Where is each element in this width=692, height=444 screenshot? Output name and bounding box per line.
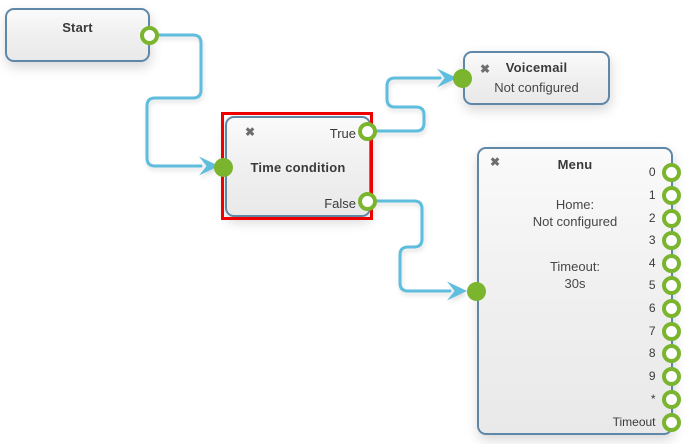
- endpoint-port-3[interactable]: [661, 231, 681, 250]
- port-label: Timeout: [612, 415, 656, 429]
- menu-port-0: 0: [649, 163, 681, 182]
- node-time-condition[interactable]: ✖ True Time condition False: [225, 116, 371, 217]
- port-label: 0: [648, 165, 656, 179]
- node-title: Time condition: [250, 160, 346, 175]
- node-body: Home: Not configured Timeout: 30s: [479, 196, 671, 292]
- arrowhead-voicemail-input: [437, 68, 457, 88]
- close-icon[interactable]: ✖: [245, 125, 256, 139]
- home-label: Home:: [555, 197, 595, 212]
- endpoint-port-timeout[interactable]: [661, 413, 681, 432]
- node-voicemail[interactable]: ✖ Voicemail Not configured: [463, 51, 610, 105]
- port-label: 5: [648, 278, 656, 292]
- connector-false-to-menu[interactable]: [365, 199, 452, 293]
- arrowhead-menu-input: [447, 281, 467, 301]
- menu-port-9: 9: [649, 367, 681, 386]
- home-value: Not configured: [532, 214, 618, 229]
- menu-port-6: 6: [649, 299, 681, 318]
- endpoint-start-output[interactable]: [139, 25, 159, 45]
- node-title: Voicemail: [505, 60, 568, 75]
- port-label: 3: [648, 233, 656, 247]
- port-label: 9: [648, 369, 656, 383]
- port-label: 8: [648, 346, 656, 360]
- endpoint-false-output[interactable]: [357, 191, 377, 211]
- endpoint-port-7[interactable]: [661, 322, 681, 341]
- endpoint-port-9[interactable]: [661, 367, 681, 386]
- node-title: Start: [62, 20, 93, 35]
- endpoint-port-6[interactable]: [661, 299, 681, 318]
- endpoint-voicemail-input[interactable]: [452, 68, 472, 88]
- endpoint-port-star[interactable]: [661, 390, 681, 409]
- timeout-label: Timeout:: [549, 259, 601, 274]
- endpoint-port-8[interactable]: [661, 344, 681, 363]
- endpoint-port-5[interactable]: [661, 276, 681, 295]
- close-icon[interactable]: ✖: [490, 155, 501, 169]
- port-label: 1: [648, 188, 656, 202]
- node-status: Not configured: [494, 80, 579, 95]
- endpoint-port-4[interactable]: [661, 254, 681, 273]
- menu-port-timeout: Timeout: [613, 413, 681, 432]
- menu-port-7: 7: [649, 322, 681, 341]
- menu-port-1: 1: [649, 186, 681, 205]
- menu-port-4: 4: [649, 254, 681, 273]
- output-label-false: False: [324, 196, 356, 211]
- menu-port-5: 5: [649, 276, 681, 295]
- menu-port-3: 3: [649, 231, 681, 250]
- endpoint-menu-input[interactable]: [466, 281, 486, 301]
- close-icon[interactable]: ✖: [480, 62, 491, 76]
- endpoint-timecondition-input[interactable]: [213, 157, 233, 177]
- connector-true-to-voicemail[interactable]: [365, 76, 442, 133]
- endpoint-true-output[interactable]: [357, 121, 377, 141]
- menu-port-8: 8: [649, 344, 681, 363]
- port-label: 6: [648, 301, 656, 315]
- timeout-value: 30s: [564, 276, 586, 291]
- node-title: Menu: [557, 157, 593, 172]
- endpoint-port-1[interactable]: [661, 186, 681, 205]
- menu-port-star: *: [651, 390, 681, 409]
- node-start[interactable]: Start: [5, 8, 150, 62]
- endpoint-port-0[interactable]: [661, 163, 681, 182]
- port-label: *: [650, 392, 656, 406]
- output-label-true: True: [329, 126, 356, 141]
- port-label: 7: [648, 324, 656, 338]
- node-menu[interactable]: ✖ Menu Home: Not configured Timeout: 30s…: [477, 147, 681, 435]
- port-label: 4: [648, 256, 656, 270]
- arrowhead-timecondition-input: [199, 156, 219, 176]
- port-label: 2: [648, 211, 656, 225]
- endpoint-port-2[interactable]: [661, 209, 681, 228]
- connector-start-to-timecondition[interactable]: [145, 33, 203, 168]
- menu-port-2: 2: [649, 209, 681, 228]
